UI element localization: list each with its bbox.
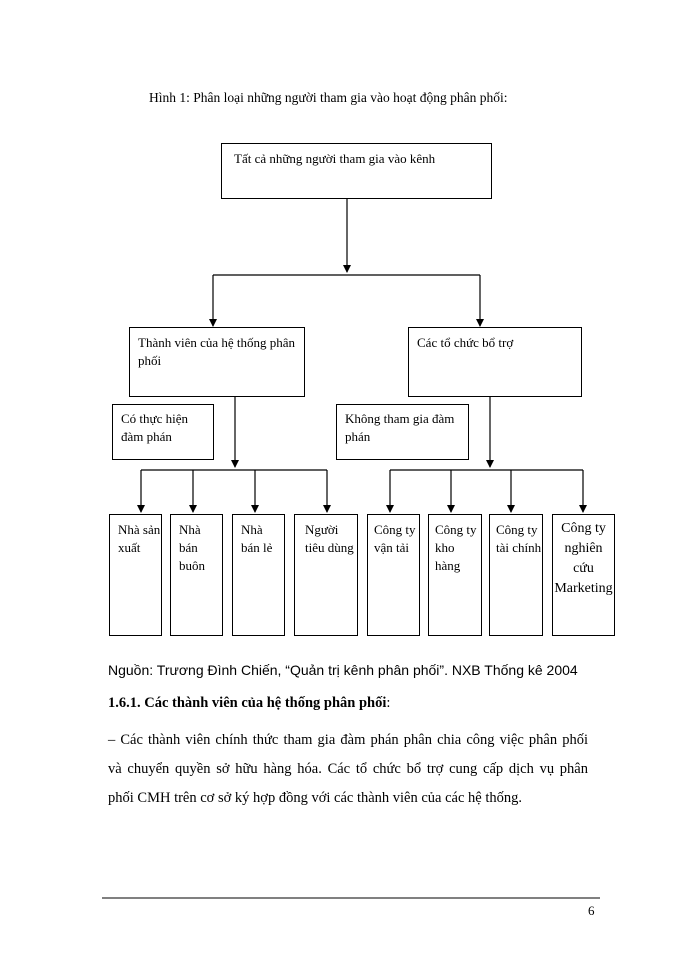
negotiation-note-label: Có thực hiện đàm phán [121, 411, 188, 444]
figure-source: Nguồn: Trương Đình Chiến, “Quản trị kênh… [108, 662, 578, 678]
leaf-box-transport: Công ty vận tải [367, 514, 420, 636]
leaf-box-finance: Công ty tài chính [489, 514, 543, 636]
leaf-label-finance: Công ty tài chính [496, 522, 542, 555]
paragraph-line: và chuyển quyền sở hữu hàng hóa. Các tổ … [108, 761, 588, 777]
leaf-box-producer: Nhà sản xuất [109, 514, 162, 636]
negotiation-note-box: Có thực hiện đàm phán [112, 404, 214, 460]
page-number: 6 [588, 903, 595, 918]
figure-caption: Hình 1: Phân loại những người tham gia v… [149, 90, 508, 105]
section-heading-text: 1.6.1. Các thành viên của hệ thống phân … [108, 695, 387, 711]
leaf-box-wholesaler: Nhà bán buôn [170, 514, 223, 636]
leaf-label-wholesaler: Nhà bán buôn [179, 522, 205, 573]
leaf-label-consumer: Người tiêu dùng [305, 522, 354, 555]
leaf-label-transport: Công ty vận tải [374, 522, 416, 555]
leaf-box-retailer: Nhà bán lẻ [232, 514, 285, 636]
support-orgs-node-box: Các tổ chức bổ trợ [408, 327, 582, 397]
section-heading-suffix: : [386, 695, 391, 711]
no-negotiation-note-box: Không tham gia đàm phán [336, 404, 469, 460]
root-node-label: Tất cả những người tham gia vào kênh [234, 151, 436, 166]
paragraph-line: – Các thành viên chính thức tham gia đàm… [108, 732, 588, 748]
section-paragraph: – Các thành viên chính thức tham gia đàm… [108, 726, 588, 813]
leaf-label-producer: Nhà sản xuất [118, 522, 161, 555]
paragraph-line: phối CMH trên cơ sở ký hợp đồng với các … [108, 790, 523, 806]
leaf-box-consumer: Người tiêu dùng [294, 514, 358, 636]
root-node-box: Tất cả những người tham gia vào kênh [221, 143, 492, 199]
no-negotiation-note-label: Không tham gia đàm phán [345, 411, 455, 444]
section-heading: 1.6.1. Các thành viên của hệ thống phân … [108, 695, 390, 712]
leaf-label-retailer: Nhà bán lẻ [241, 522, 273, 555]
leaf-box-warehouse: Công ty kho hàng [428, 514, 482, 636]
leaf-box-marketing-research: Công ty nghiên cứu Marketing [552, 514, 615, 636]
members-node-label: Thành viên của hệ thống phân phối [138, 335, 296, 368]
leaf-label-warehouse: Công ty kho hàng [435, 522, 477, 573]
support-orgs-node-label: Các tổ chức bổ trợ [417, 335, 514, 350]
leaf-label-marketing-research: Công ty nghiên cứu Marketing [554, 521, 613, 596]
members-node-box: Thành viên của hệ thống phân phối [129, 327, 305, 397]
